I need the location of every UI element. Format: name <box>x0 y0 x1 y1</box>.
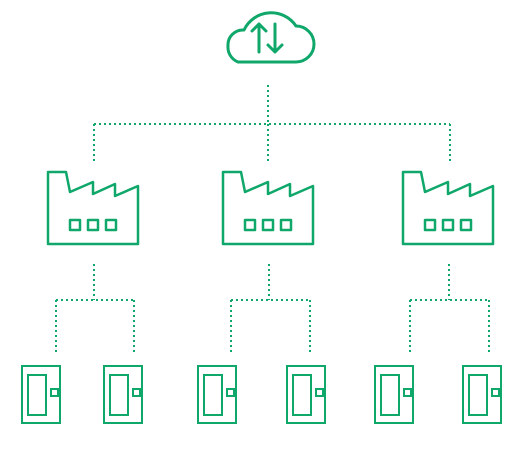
factory-icon <box>221 170 315 246</box>
cabinet-icon <box>103 365 143 424</box>
cloud-sync-icon <box>226 11 316 64</box>
connector-cloud-to-factories <box>93 85 451 164</box>
cabinet-icon <box>462 365 502 424</box>
cabinet-icon <box>21 365 61 424</box>
cabinet-icon <box>197 365 237 424</box>
cabinet-icon <box>286 365 326 424</box>
factory-icon <box>401 170 495 246</box>
cabinet-icon <box>374 365 414 424</box>
factory-icon <box>46 170 140 246</box>
connector-factories-to-cabinets <box>55 264 490 354</box>
